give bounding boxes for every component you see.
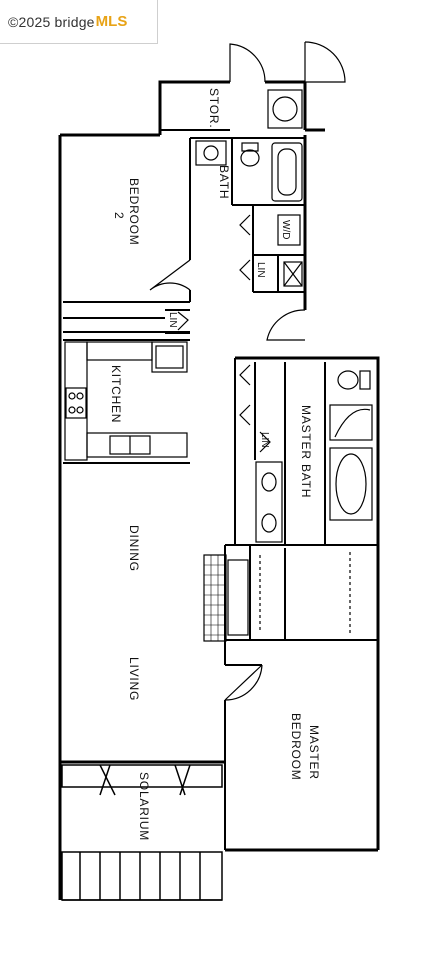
interior-walls	[63, 129, 378, 850]
label-dining: DINING	[127, 525, 141, 572]
kitchen-counter-left	[64, 341, 88, 461]
bathtub	[271, 142, 303, 202]
label-master-bath: MASTER BATH	[299, 405, 313, 498]
utility-box	[283, 261, 303, 287]
label-bedroom2-line1: BEDROOM	[127, 178, 141, 246]
label-bath: BATH	[217, 165, 231, 199]
label-linen-2: LIN	[167, 312, 178, 328]
outer-walls	[58, 80, 380, 900]
washer-dryer-box	[277, 214, 301, 246]
stove	[65, 387, 87, 419]
master-toilet	[337, 370, 359, 390]
label-kitchen: KITCHEN	[109, 365, 123, 423]
bath-toilet	[240, 149, 260, 167]
fixtures	[64, 89, 373, 642]
corner-shower	[329, 404, 373, 441]
master-tub	[329, 447, 373, 521]
fireplace-hearth	[203, 554, 227, 642]
kitchen-counter-top	[86, 341, 153, 361]
master-vanity	[255, 461, 283, 543]
label-living: LIVING	[127, 657, 141, 701]
label-linen-1: LIN	[255, 262, 266, 278]
label-storage: STOR.	[207, 88, 221, 128]
watermark-copyright: ©2025 bridge	[8, 13, 95, 30]
label-bedroom2-line2: 2	[112, 212, 126, 219]
fireplace-hatch	[204, 555, 226, 641]
label-master-bedroom-line1: MASTER	[307, 725, 321, 780]
watermark: ©2025 bridge MLS	[0, 0, 158, 44]
refrigerator	[151, 341, 188, 373]
label-solarium: SOLARIUM	[137, 772, 151, 841]
watermark-brand: MLS	[95, 13, 128, 30]
label-master-bedroom-line2: BEDROOM	[289, 713, 303, 781]
bath-sink	[195, 140, 227, 166]
label-linen-3: LIN	[259, 432, 270, 448]
water-heater	[267, 89, 303, 129]
kitchen-counter-bottom	[86, 432, 188, 458]
label-washer-dryer: W/D	[280, 220, 291, 239]
door-swings	[149, 41, 346, 701]
solarium-windows	[61, 764, 223, 901]
